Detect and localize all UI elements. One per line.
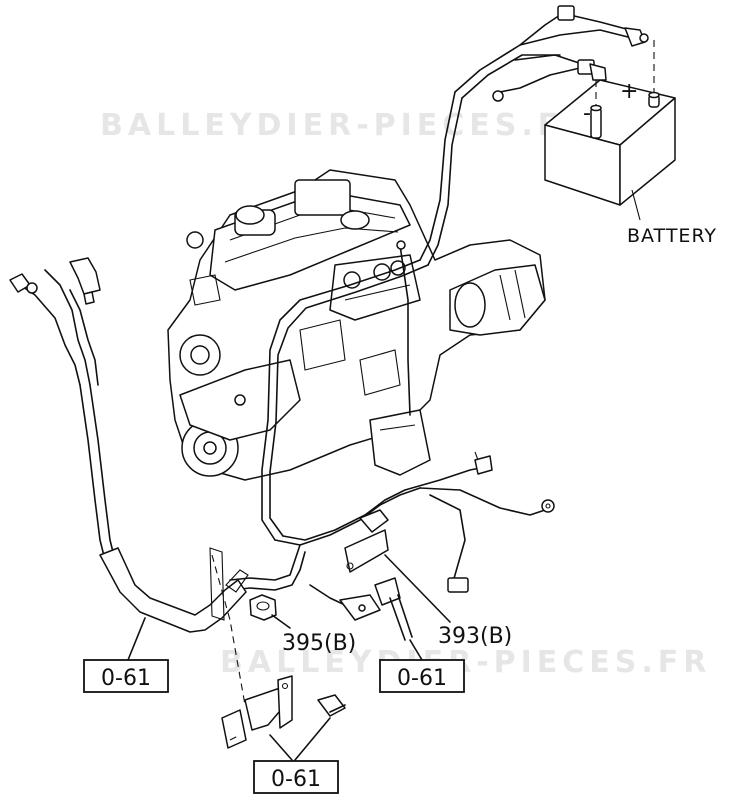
stay-plate-2 <box>225 569 249 593</box>
bracket-lower-center <box>309 584 381 621</box>
clamp-393 <box>344 509 389 573</box>
leader-395 <box>271 614 291 629</box>
battery-harness <box>454 5 649 102</box>
bolt-393 <box>374 577 413 641</box>
leader-393 <box>384 554 451 623</box>
bracket-bottom <box>221 675 346 749</box>
stay-plate <box>209 547 225 621</box>
dash-bottom-bolt <box>229 734 241 741</box>
ref-box-center: 0-61 <box>379 659 465 693</box>
battery: + - BATTERY <box>544 79 717 247</box>
ref-box-left: 0-61 <box>83 659 169 693</box>
main-harness <box>229 91 546 591</box>
connector-right-bottom <box>447 577 469 593</box>
leader-ref-center <box>409 639 423 661</box>
leader-ref-bottom-b <box>294 717 331 761</box>
part-label-395: 395(B) <box>282 631 356 656</box>
leader-ref-bottom-a <box>269 734 293 761</box>
part-label-393: 393(B) <box>438 624 512 649</box>
left-harness <box>9 257 247 633</box>
ref-box-bottom: 0-61 <box>253 760 339 794</box>
svg-text:0-61: 0-61 <box>271 767 321 792</box>
battery-minus-sign: - <box>583 101 591 126</box>
svg-text:0-61: 0-61 <box>101 666 151 691</box>
leader-ref-left <box>127 617 146 661</box>
battery-label: BATTERY <box>627 225 717 247</box>
connector-right-top <box>474 451 493 475</box>
ring-terminal-right <box>541 499 555 513</box>
dash-left-bracket <box>211 554 246 706</box>
battery-plus-sign: + <box>620 79 638 104</box>
nut-395 <box>249 594 277 621</box>
svg-text:0-61: 0-61 <box>397 666 447 691</box>
engine-assembly <box>167 169 546 481</box>
watermark-top: BALLEYDIER-PIECES.FR <box>100 108 591 143</box>
